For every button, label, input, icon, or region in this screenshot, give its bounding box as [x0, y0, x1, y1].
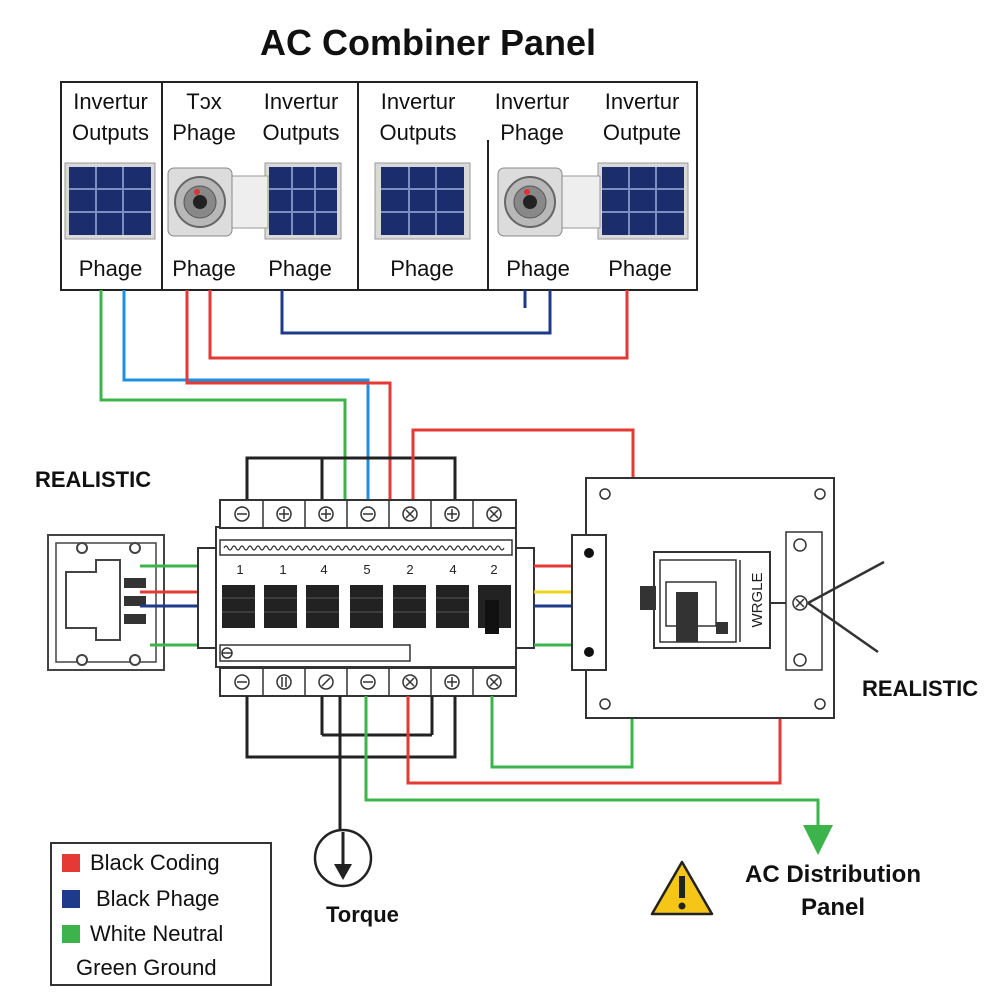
phase-label: Phage [172, 256, 236, 281]
breaker-number: 2 [406, 562, 413, 577]
realistic-label-right: REALISTIC [862, 676, 979, 701]
breaker-number: 4 [449, 562, 456, 577]
solar-panel-icon [597, 162, 689, 240]
legend-swatch [62, 890, 80, 908]
disconnect-label: WRGLE [749, 572, 766, 627]
top-terminal-block [219, 499, 517, 529]
breaker-number: 1 [279, 562, 286, 577]
legend-swatch [62, 854, 80, 872]
legend-item: Black Phage [52, 886, 220, 912]
black-wire [245, 456, 457, 500]
warning-icon [650, 860, 714, 916]
disconnect-panel [571, 477, 885, 719]
diagram-title: AC Combiner Panel [259, 22, 597, 63]
green-wire [364, 696, 833, 855]
red-wire [208, 290, 629, 360]
breaker-number: 1 [236, 562, 243, 577]
breaker-number: 5 [363, 562, 370, 577]
legend-item: Black Coding [52, 850, 220, 876]
meter-socket [47, 534, 165, 671]
meter-icon [497, 167, 601, 237]
torque-arrow-icon [313, 828, 373, 888]
breaker-number: 2 [490, 562, 497, 577]
blue-wire [122, 290, 370, 500]
realistic-label-left: REALISTIC [35, 467, 152, 492]
phase-label: Phage [506, 256, 570, 281]
solar-panel-icon [64, 162, 156, 240]
solar-panel-icon [374, 162, 471, 240]
phase-label: Phage [608, 256, 672, 281]
torque-label: Torque [326, 902, 399, 927]
red-wire [185, 290, 392, 500]
bottom-terminal-block [219, 667, 517, 697]
red-wire [406, 655, 795, 785]
phase-label: Phage [390, 256, 454, 281]
legend-swatch [62, 925, 80, 943]
legend: Black Coding Black Phage White Neutral G… [50, 842, 272, 986]
navy-wire [280, 290, 552, 335]
solar-panel-icon [264, 162, 342, 240]
legend-item: Green Ground [76, 955, 217, 980]
meter-icon [167, 167, 269, 237]
phase-label: Phage [78, 256, 143, 281]
phase-label: Phage [268, 256, 332, 281]
legend-item: White Neutral [52, 921, 223, 947]
breaker-number: 4 [320, 562, 327, 577]
black-wire [245, 696, 457, 759]
breaker-panel [197, 526, 535, 668]
green-wire [99, 290, 347, 500]
